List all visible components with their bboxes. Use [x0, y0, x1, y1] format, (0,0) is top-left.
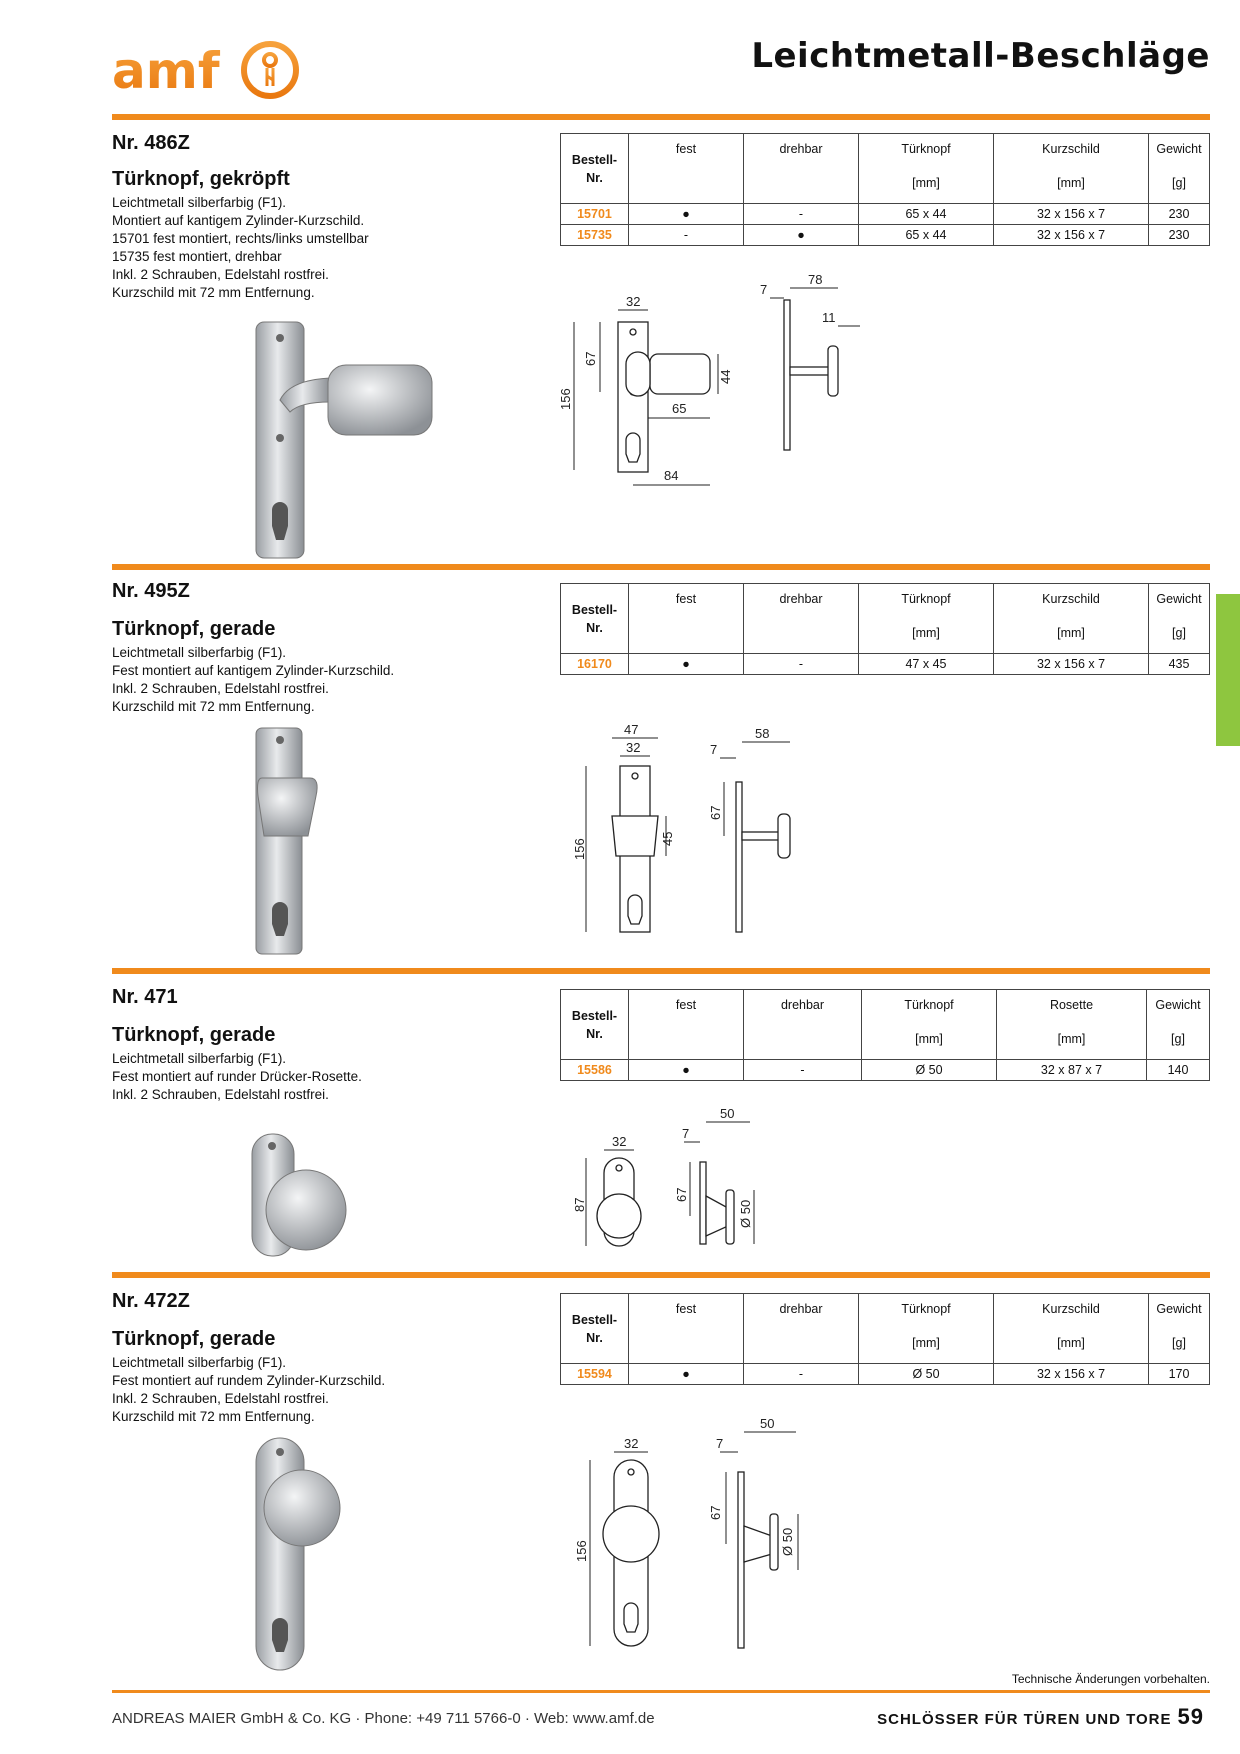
section-divider [112, 114, 1210, 120]
svg-text:156: 156 [574, 1540, 589, 1562]
disclaimer: Technische Änderungen vorbehalten. [1011, 1672, 1210, 1686]
svg-text:7: 7 [716, 1436, 723, 1451]
section-divider [112, 1272, 1210, 1278]
page-title: Leichtmetall-Beschläge [751, 36, 1210, 76]
svg-text:156: 156 [558, 388, 573, 410]
svg-text:amf: amf [112, 42, 221, 100]
technical-drawing: 32 67 156 44 65 84 78 7 11 [558, 272, 860, 486]
company-info: ANDREAS MAIER GmbH & Co. KG · Phone: +49… [112, 1710, 655, 1727]
svg-text:32: 32 [612, 1134, 626, 1149]
svg-text:7: 7 [682, 1126, 689, 1141]
svg-text:50: 50 [720, 1106, 734, 1121]
svg-text:87: 87 [572, 1198, 587, 1212]
product-title: Türknopf, gerade [112, 1024, 276, 1046]
svg-text:78: 78 [808, 272, 822, 287]
svg-text:84: 84 [664, 468, 678, 483]
technical-drawing: 47 32 156 45 58 7 67 [572, 722, 791, 933]
product-description: Leichtmetall silberfarbig (F1).Fest mont… [112, 1051, 362, 1102]
product-number: Nr. 495Z [112, 580, 190, 602]
svg-text:156: 156 [572, 838, 587, 860]
svg-text:Ø 50: Ø 50 [738, 1200, 753, 1228]
svg-text:45: 45 [660, 832, 675, 846]
page-number: 59 [1177, 1704, 1204, 1729]
product-title: Türknopf, gerade [112, 618, 276, 640]
svg-text:7: 7 [710, 742, 717, 757]
product-photo [255, 321, 433, 559]
technical-drawing: 32 87 50 7 67 Ø 50 [572, 1106, 755, 1247]
product-description: Leichtmetall silberfarbig (F1).Fest mont… [112, 1355, 386, 1424]
product-title: Türknopf, gerade [112, 1328, 276, 1350]
svg-text:67: 67 [674, 1188, 689, 1202]
svg-text:50: 50 [760, 1416, 774, 1431]
spec-table: Bestell-Nr. fest drehbar Türknopf[mm] Ro… [560, 989, 1210, 1081]
product-photo [255, 1437, 341, 1671]
svg-text:44: 44 [718, 370, 733, 384]
spec-table: Bestell-Nr. fest drehbar Türknopf[mm] Ku… [560, 1293, 1210, 1385]
svg-text:32: 32 [626, 740, 640, 755]
spec-table: Bestell-Nr. fest drehbar Türknopf[mm] Ku… [560, 133, 1210, 246]
amf-logo: amf [110, 41, 305, 100]
svg-text:7: 7 [760, 282, 767, 297]
product-number: Nr. 486Z [112, 132, 190, 154]
section-divider [112, 968, 1210, 974]
technical-drawing: 32 156 50 7 67 Ø 50 [574, 1416, 799, 1649]
section-divider [112, 564, 1210, 570]
chapter-tab [1216, 594, 1240, 746]
svg-text:58: 58 [755, 726, 769, 741]
product-description: Leichtmetall silberfarbig (F1).Montiert … [112, 195, 369, 300]
product-number: Nr. 471 [112, 986, 178, 1008]
svg-text:67: 67 [708, 806, 723, 820]
svg-text:32: 32 [626, 294, 640, 309]
footer-divider [112, 1690, 1210, 1693]
spec-table: Bestell-Nr. fest drehbar Türknopf[mm] Ku… [560, 583, 1210, 675]
product-title: Türknopf, gekröpft [112, 168, 290, 190]
product-description: Leichtmetall silberfarbig (F1).Fest mont… [112, 645, 395, 714]
svg-text:11: 11 [822, 310, 836, 325]
svg-text:Ø 50: Ø 50 [780, 1528, 795, 1556]
svg-text:65: 65 [672, 401, 686, 416]
svg-text:32: 32 [624, 1436, 638, 1451]
product-photo [251, 1133, 347, 1257]
product-photo [255, 727, 318, 955]
svg-text:47: 47 [624, 722, 638, 737]
svg-text:67: 67 [583, 352, 598, 366]
product-number: Nr. 472Z [112, 1290, 190, 1312]
svg-text:67: 67 [708, 1506, 723, 1520]
